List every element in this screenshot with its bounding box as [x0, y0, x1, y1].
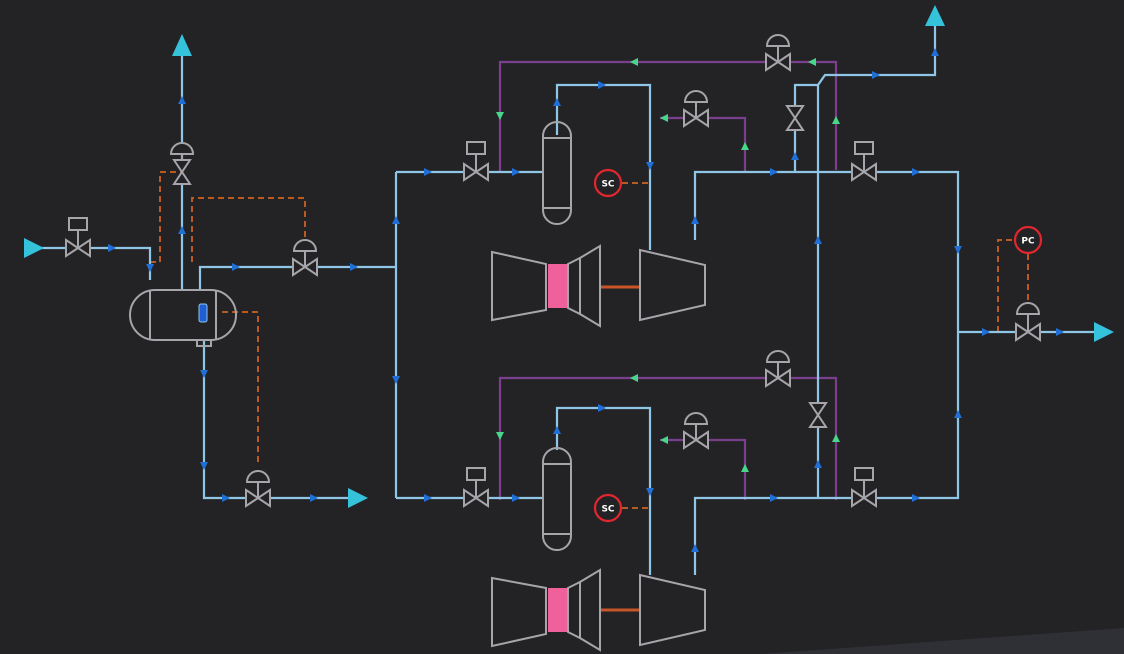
liquid-terminal-icon	[348, 488, 368, 508]
vent-terminal-icon	[172, 34, 192, 56]
discharge-valve-top[interactable]	[851, 141, 877, 181]
antisurge-valve-top[interactable]	[683, 90, 709, 127]
gas-control-valve[interactable]	[292, 239, 318, 276]
speed-controller-bottom[interactable]: SC	[593, 493, 623, 523]
signal-lines	[150, 171, 1029, 509]
recycle-control-valve-top[interactable]	[765, 34, 791, 71]
outlet-control-valve[interactable]	[1015, 302, 1041, 341]
outlet-terminal-icon	[1094, 322, 1114, 342]
valves	[65, 34, 1041, 507]
antisurge-valve-bottom[interactable]	[683, 412, 709, 449]
recycle-control-valve-bottom[interactable]	[765, 350, 791, 387]
inlet-terminal-icon	[24, 238, 44, 258]
scrubber-bottom	[542, 447, 572, 551]
suction-valve-top[interactable]	[463, 141, 489, 181]
compressor-top	[639, 248, 706, 322]
crossover-valve-bottom[interactable]	[809, 402, 827, 428]
liquid-control-valve[interactable]	[245, 470, 271, 507]
speed-controller-top[interactable]: SC	[593, 168, 623, 198]
vent-control-valve[interactable]	[169, 142, 195, 185]
compressor-bottom	[639, 573, 706, 647]
svg-text:PC: PC	[1021, 237, 1035, 247]
gas-turbine-bottom	[491, 568, 601, 652]
crossover-valve-top[interactable]	[786, 105, 804, 131]
terminal-arrows	[24, 5, 1114, 508]
discharge-valve-bottom[interactable]	[851, 467, 877, 507]
panel-sheen	[760, 628, 1124, 654]
svg-text:SC: SC	[601, 505, 614, 515]
level-gauge-icon	[198, 303, 208, 323]
suction-valve-bottom[interactable]	[463, 467, 489, 507]
recycle-arrows	[496, 58, 840, 472]
export-terminal-icon	[925, 5, 945, 26]
process-lines	[30, 20, 1100, 612]
inlet-separator	[129, 289, 237, 347]
gas-turbine-top	[491, 244, 601, 328]
flow-arrows	[108, 48, 1064, 552]
svg-text:SC: SC	[601, 180, 614, 190]
pressure-controller[interactable]: PC	[1013, 225, 1043, 255]
inlet-valve[interactable]	[65, 217, 91, 257]
scrubber-top	[542, 121, 572, 225]
